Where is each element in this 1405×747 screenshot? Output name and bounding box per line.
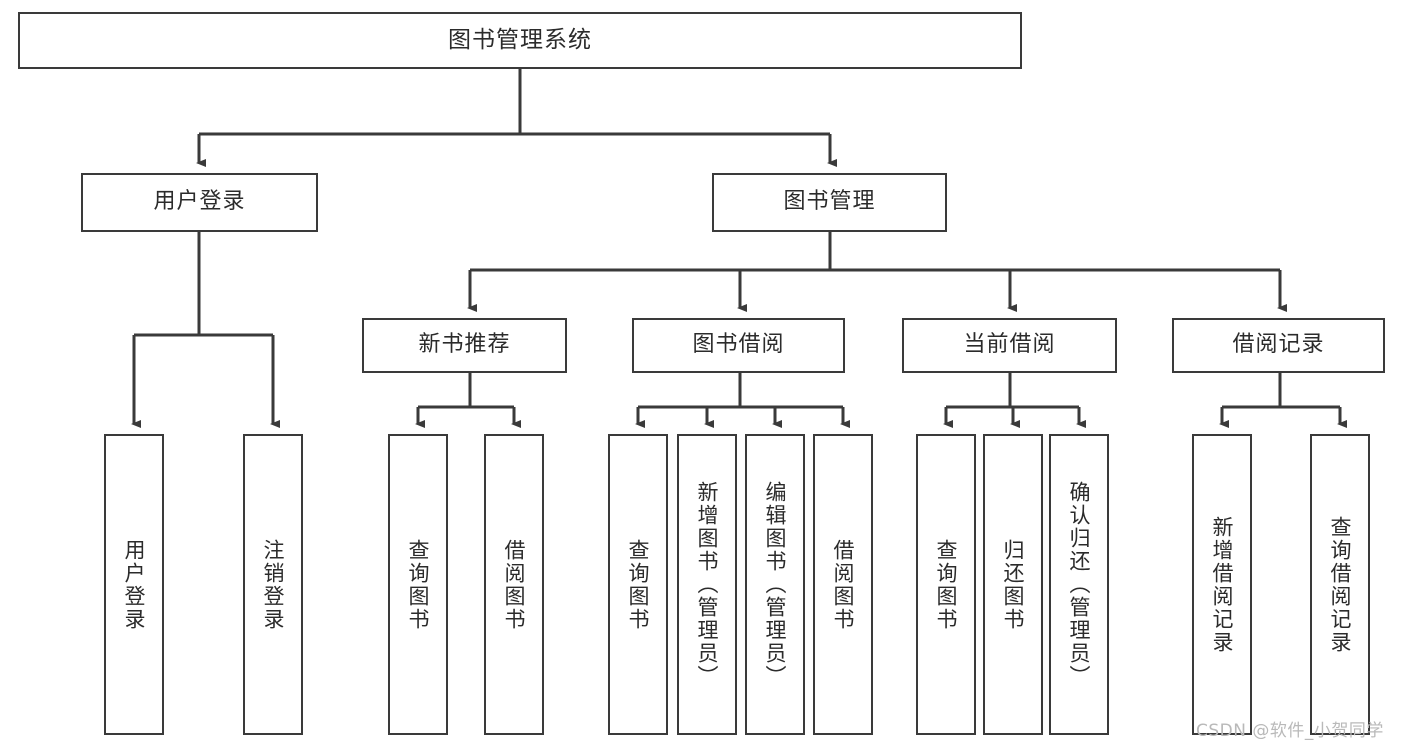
leaf-borrow-books-borrow-label: 借阅图书: [831, 538, 856, 631]
leaf-borrow-books-rec-label: 借阅图书: [502, 538, 527, 631]
node-root[interactable]: 图书管理系统: [18, 12, 1022, 69]
node-new-book-recommend-label: 新书推荐: [418, 332, 511, 358]
node-book-borrow[interactable]: 图书借阅: [632, 318, 845, 373]
leaf-edit-book-admin[interactable]: 编辑图书（管理员）: [745, 434, 805, 735]
leaf-query-borrow-record-label: 查询借阅记录: [1328, 515, 1353, 654]
leaf-borrow-books-borrow[interactable]: 借阅图书: [813, 434, 873, 735]
leaf-query-borrow-record[interactable]: 查询借阅记录: [1310, 434, 1370, 735]
leaf-confirm-return-admin-label: 确认归还（管理员）: [1067, 481, 1092, 688]
leaf-add-borrow-record[interactable]: 新增借阅记录: [1192, 434, 1252, 735]
node-borrow-record-label: 借阅记录: [1232, 332, 1325, 358]
leaf-logout[interactable]: 注销登录: [243, 434, 303, 735]
node-current-borrow[interactable]: 当前借阅: [902, 318, 1117, 373]
node-book-borrow-label: 图书借阅: [692, 332, 785, 358]
leaf-user-login-label: 用户登录: [122, 538, 147, 631]
node-current-borrow-label: 当前借阅: [963, 332, 1056, 358]
node-new-book-recommend[interactable]: 新书推荐: [362, 318, 567, 373]
node-book-management-label: 图书管理: [783, 189, 876, 215]
watermark: CSDN @软件_小贺同学: [1196, 721, 1384, 741]
leaf-add-borrow-record-label: 新增借阅记录: [1210, 515, 1235, 654]
leaf-query-books-borrow-label: 查询图书: [626, 538, 651, 631]
leaf-query-books-current-label: 查询图书: [934, 538, 959, 631]
leaf-query-books-current[interactable]: 查询图书: [916, 434, 976, 735]
leaf-return-books[interactable]: 归还图书: [983, 434, 1043, 735]
leaf-query-books-rec[interactable]: 查询图书: [388, 434, 448, 735]
leaf-query-books-rec-label: 查询图书: [406, 538, 431, 631]
node-root-label: 图书管理系统: [448, 26, 592, 53]
leaf-borrow-books-rec[interactable]: 借阅图书: [484, 434, 544, 735]
leaf-logout-label: 注销登录: [261, 538, 286, 631]
node-borrow-record[interactable]: 借阅记录: [1172, 318, 1385, 373]
node-book-management[interactable]: 图书管理: [712, 173, 947, 232]
leaf-edit-book-admin-label: 编辑图书（管理员）: [763, 481, 788, 688]
leaf-return-books-label: 归还图书: [1001, 538, 1026, 631]
node-user-login-label: 用户登录: [153, 189, 246, 215]
leaf-user-login[interactable]: 用户登录: [104, 434, 164, 735]
leaf-query-books-borrow[interactable]: 查询图书: [608, 434, 668, 735]
node-user-login[interactable]: 用户登录: [81, 173, 318, 232]
leaf-add-book-admin[interactable]: 新增图书（管理员）: [677, 434, 737, 735]
leaf-confirm-return-admin[interactable]: 确认归还（管理员）: [1049, 434, 1109, 735]
leaf-add-book-admin-label: 新增图书（管理员）: [695, 481, 720, 688]
